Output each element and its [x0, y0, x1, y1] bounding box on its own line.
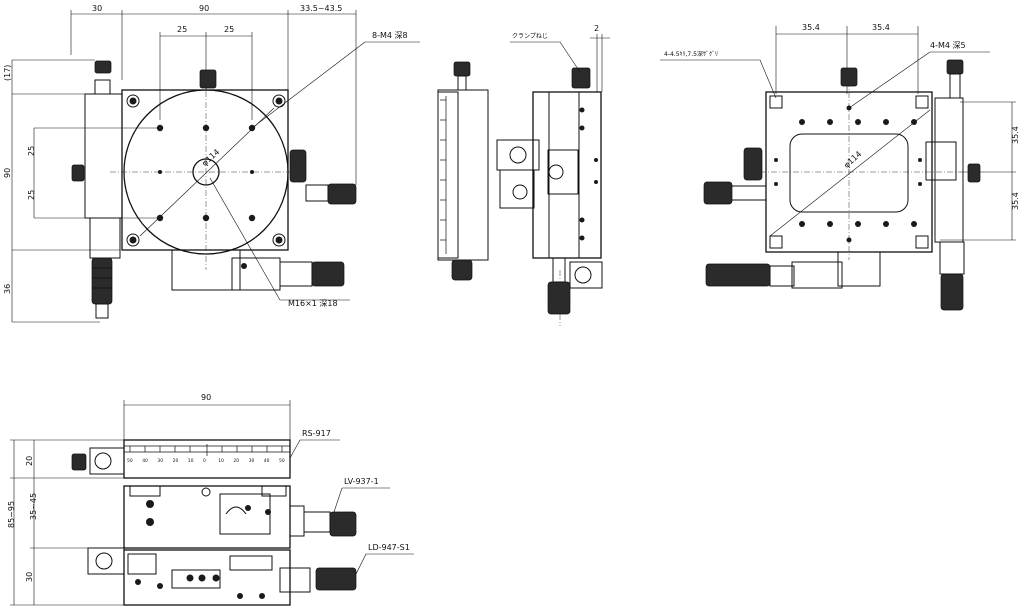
front-dim-30: 30 [25, 572, 34, 582]
front-micrometer-low-icon [315, 567, 357, 591]
micrometer-knob-icon [91, 257, 113, 305]
dim-30: 30 [92, 4, 102, 13]
front-dim-20: 20 [25, 456, 34, 466]
clamp-callout: クランプねじ [512, 33, 548, 40]
scale-tick-label: 40 [142, 458, 148, 464]
scale-tick-label: 40 [264, 458, 270, 464]
diameter-114: φ114 [200, 147, 221, 167]
mount-hole [158, 170, 162, 174]
dim-25-c: 25 [27, 146, 36, 156]
scale-tick-label: 50 [279, 458, 285, 464]
dim-35-4-a: 35.4 [802, 23, 820, 32]
mount-hole [250, 170, 254, 174]
side-micrometer-icon [547, 281, 571, 315]
front-view: 90 20 85~95 35~45 30 50 40 30 20 10 0 10 20 30 40… [7, 393, 414, 606]
dim-range: 33.5~43.5 [300, 4, 342, 13]
clamp-knob-icon [289, 149, 307, 183]
scale-tick-label: 20 [233, 458, 239, 464]
front-knob-top-icon [71, 453, 87, 471]
dim-2: 2 [594, 24, 599, 33]
bottom-knob-top-icon [840, 67, 858, 87]
dim-35-4-d: 35.4 [1011, 192, 1020, 210]
dim-90: 90 [199, 4, 209, 13]
label-rs-917: RS-917 [302, 429, 331, 438]
front-dim-90: 90 [201, 393, 211, 402]
bottom-view: 35.4 35.4 35.4 35.4 φ114 [660, 23, 1020, 311]
label-lv-937-1: LV-937-1 [344, 477, 379, 486]
front-dim-35-45: 35~45 [29, 493, 38, 520]
side-knob-bottom-icon [451, 259, 473, 281]
dim-25-a: 25 [177, 25, 187, 34]
dim-36: 36 [3, 284, 12, 294]
knob-top-left-icon [94, 60, 112, 74]
dim-25-d: 25 [27, 190, 36, 200]
dim-90v: 90 [3, 168, 12, 178]
diameter-114-b: φ114 [842, 149, 863, 169]
mount-hole [202, 214, 210, 222]
label-ld-947-s1: LD-947-S1 [368, 543, 410, 552]
callout-8-m4: 8-M4 深8 [372, 31, 408, 40]
top-view: 30 90 33.5~43.5 25 25 (17) 90 36 25 25 [3, 4, 420, 323]
callout-m16: M16×1 深18 [288, 299, 338, 308]
scale-tick-label: 20 [173, 458, 179, 464]
front-micrometer-mid-icon [329, 511, 357, 537]
mount-hole [202, 124, 210, 132]
dim-25-b: 25 [224, 25, 234, 34]
mount-hole [248, 214, 256, 222]
side-knob-top-icon [453, 61, 471, 77]
micrometer-bottom-icon [311, 261, 345, 287]
micrometer-right-icon [327, 183, 357, 205]
dim-35-4-b: 35.4 [872, 23, 890, 32]
vertical-scale [440, 96, 447, 254]
scale-tick-label: 50 [127, 458, 133, 464]
side-knob-right-top-icon [571, 67, 591, 89]
side-view: クランプねじ 2 [437, 24, 610, 326]
bottom-knob-side-icon [967, 163, 981, 183]
bottom-micrometer-left-icon [703, 181, 733, 205]
dim-17: (17) [3, 65, 12, 81]
rotary-scale [129, 444, 283, 456]
scale-tick-label: 30 [249, 458, 255, 464]
scale-tick-label: 30 [157, 458, 163, 464]
mount-hole [156, 124, 164, 132]
dim-35-4-c: 35.4 [1011, 126, 1020, 144]
scale-tick-label: 10 [188, 458, 194, 464]
callout-4-m4: 4-M4 深5 [930, 41, 966, 50]
scale-tick-label: 10 [218, 458, 224, 464]
knob-top-icon [199, 69, 217, 89]
front-dim-85-95: 85~95 [7, 501, 16, 528]
scale-tick-label: 0 [203, 458, 206, 464]
bottom-micrometer-low-icon [705, 263, 771, 287]
bottom-knob-right-icon [946, 59, 964, 75]
scale-tick-labels: 50 40 30 20 10 0 10 20 30 40 50 [127, 458, 285, 464]
bottom-clamp-icon [743, 147, 763, 181]
bottom-micrometer-right-icon [940, 273, 964, 311]
callout-tap: 4-4.5ｷﾘ,7.5深ｻﾞｸﾞﾘ [664, 50, 718, 58]
knob-left-icon [71, 164, 85, 182]
mount-hole [156, 214, 164, 222]
